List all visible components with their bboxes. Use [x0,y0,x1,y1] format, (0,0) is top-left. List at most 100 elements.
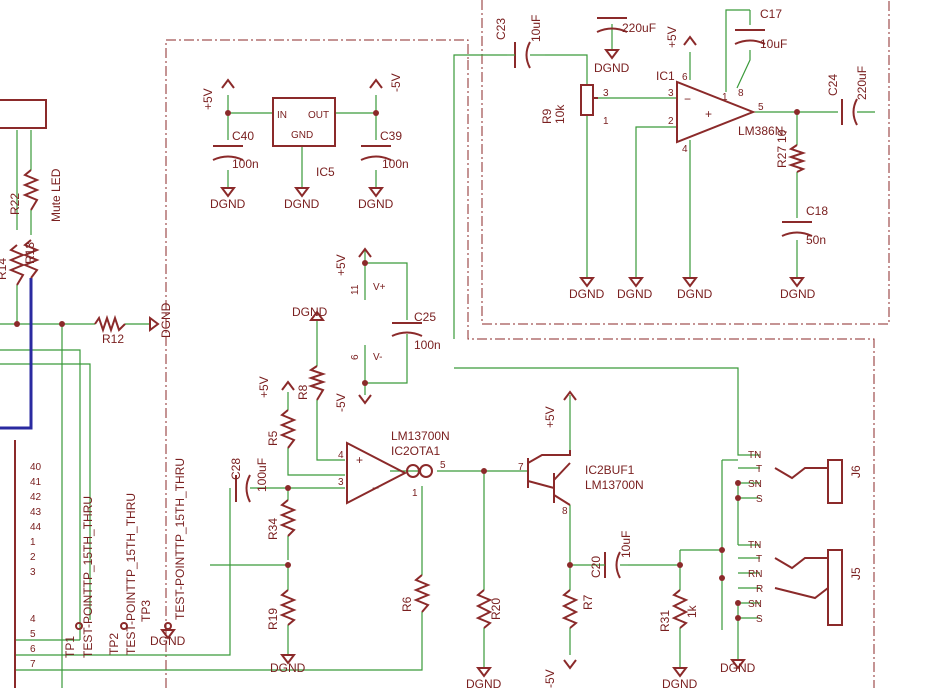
ota-name: IC2OTA1 [391,444,440,458]
j6-pin: SN [748,479,762,490]
ota-pin: 4 [338,450,344,461]
connector-pin: 5 [30,629,36,640]
gnd-label: DGND [720,661,756,675]
v-minus-label: V- [373,352,382,363]
connector-pin: 2 [30,552,36,563]
capacitor-c17 [734,29,766,45]
ic1-part: LM386N- [738,124,787,138]
gnd-label: DGND [159,302,173,338]
j6-pin: T [756,464,762,475]
j6-name: J6 [849,465,863,478]
gnd-label: DGND [210,197,246,211]
gnd-label: DGND [150,634,186,648]
r22-name: R22 [8,193,22,215]
ic5-gnd-label: GND [291,130,313,141]
connector-pin: 41 [30,477,42,488]
supply-label: +5V [665,26,679,48]
ic5-name: IC5 [316,165,335,179]
c23-name: C23 [494,18,508,40]
tp1-label: TEST-POINTTP_15TH_THRU [81,496,95,658]
sheet-frame-right [467,60,875,688]
mute-led-label: Mute LED [49,168,63,222]
c20-name: C20 [589,556,603,578]
ic5-regulator [272,97,336,147]
ic1-amplifier [676,80,756,144]
resistor-r5 [279,409,297,449]
potentiometer-r9 [580,84,594,116]
j5-pin: SN [748,599,762,610]
supply-label: +5V [543,406,557,428]
r9-value: 10k [553,104,567,124]
ic1-pin: 1 [722,92,728,103]
r9-pin: 3 [603,88,609,99]
svg-text:+: + [705,107,712,121]
ground-symbols [149,49,805,678]
resistor-r20 [475,589,493,629]
ic1-pin: 8 [738,88,744,99]
svg-text:−: − [372,481,379,495]
r34-name: R34 [266,518,280,540]
c28-name: C28 [229,458,243,480]
buf-name: IC2BUF1 [585,463,635,477]
ic1-pin: 6 [682,72,688,83]
tp3-name: TP3 [139,600,153,622]
ota-part: LM13700N [391,429,450,443]
wires [0,9,838,688]
ic1-pin: 3 [668,88,674,99]
c40-name: C40 [232,129,254,143]
tp3-label: TEST-POINTTP_15TH_THRU [173,458,187,620]
jack-j5 [827,549,843,626]
gnd-label: DGND [677,287,713,301]
c24-value: 220uF [855,66,869,100]
buffer-transistor [527,450,571,506]
ic1-name: IC1 [656,69,675,83]
connector-pin: 42 [30,492,42,503]
resistor-r27 [787,144,807,173]
capacitor-c20 [590,551,628,579]
supply-label: +5V [201,88,215,110]
j6-pin: S [756,494,763,505]
c17-name: C17 [760,7,782,21]
sheet-frame-left [165,39,469,688]
gnd-label: DGND [358,197,394,211]
gnd-label: DGND [617,287,653,301]
r27-value: 10 [775,129,789,143]
buf-pin: 8 [562,506,568,517]
r8-name: R8 [296,384,310,400]
svg-text:+: + [356,453,363,467]
c40-value: 100n [232,157,259,171]
c39-value: 100n [382,157,409,171]
gnd-label: DGND [569,287,605,301]
j6-pin: TN [748,450,761,461]
j5-pin: T [756,554,762,565]
ota-output-circle-2 [419,464,433,478]
c23-value: 10uF [529,15,543,42]
supply-label: +5V [257,376,271,398]
j5-pin: TN [748,540,761,551]
r31-value: 1k [685,604,699,618]
connector-pin: 44 [30,522,42,533]
resistor-r13 [22,239,40,279]
c25-value: 100n [414,338,441,352]
c18-value: 50n [806,233,826,247]
buf-pin: 7 [518,462,524,473]
svg-text:−: − [684,92,691,106]
c28-value: 100uF [255,458,269,492]
c17-value: 10uF [760,37,787,51]
ota-pin: 11 [350,284,361,295]
supply-label: -5V [389,73,403,92]
connector-pin: 40 [30,462,42,473]
j5-pin: R [756,584,763,595]
gnd-label: DGND [270,661,306,675]
ota-pin: 3 [338,477,344,488]
ic5-out-label: OUT [308,110,329,121]
connector-body [0,99,47,129]
capacitor-c23 [507,41,545,69]
resistor-r31 [671,589,689,629]
r20-name: R20 [489,598,503,620]
capacitor-c24 [841,98,875,126]
gnd-label: DGND [662,677,698,688]
supply-label: -5V [543,669,557,688]
ota-amplifier [346,441,408,505]
